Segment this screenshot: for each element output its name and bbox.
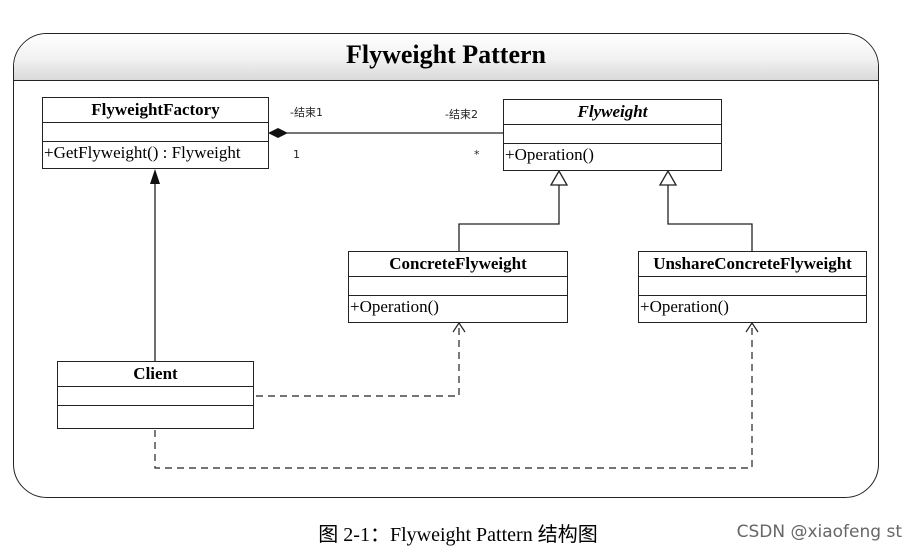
association-end2-role: -结束2: [445, 108, 478, 121]
diagram-title: Flyweight Pattern: [345, 40, 546, 69]
client-concrete-arrowhead: [452, 321, 466, 333]
unshared-generalization-triangle: [658, 169, 678, 186]
client-unshared-arrowhead: [745, 321, 759, 333]
attributes-compartment: [504, 125, 721, 144]
class-unshare-concrete-flyweight: UnshareConcreteFlyweight +Operation(): [638, 251, 867, 323]
frame-header: Flyweight Pattern: [14, 34, 878, 81]
attributes-compartment: [349, 277, 567, 296]
attributes-compartment: [43, 123, 268, 142]
class-flyweight: Flyweight +Operation(): [503, 99, 722, 171]
class-name: ConcreteFlyweight: [349, 252, 567, 277]
client-factory-arrowhead: [150, 169, 160, 184]
concrete-generalization-triangle: [549, 169, 569, 186]
attributes-compartment: [639, 277, 866, 296]
concrete-generalization-line: [458, 185, 560, 251]
association-end2-multiplicity: *: [474, 148, 480, 161]
operations-compartment: [58, 406, 253, 424]
association-end1-role: -结束1: [290, 106, 323, 119]
class-name: Flyweight: [504, 100, 721, 125]
operation: +Operation(): [640, 297, 729, 316]
operation: +GetFlyweight() : Flyweight: [44, 143, 241, 162]
class-name: UnshareConcreteFlyweight: [639, 252, 866, 277]
operation: +Operation(): [350, 297, 439, 316]
unshared-generalization-line: [667, 185, 753, 251]
composition-diamond: [268, 128, 288, 138]
client-unshared-dependency: [154, 324, 753, 469]
class-name: Client: [58, 362, 253, 387]
class-name: FlyweightFactory: [43, 98, 268, 123]
operation: +Operation(): [505, 145, 594, 164]
watermark: CSDN @xiaofeng st: [736, 522, 902, 542]
client-concrete-dependency: [256, 324, 460, 397]
attributes-compartment: [58, 387, 253, 406]
figure-caption: 图 2-1：Flyweight Pattern 结构图: [318, 524, 598, 546]
class-client: Client: [57, 361, 254, 429]
class-concrete-flyweight: ConcreteFlyweight +Operation(): [348, 251, 568, 323]
association-end1-multiplicity: 1: [293, 148, 300, 161]
class-flyweight-factory: FlyweightFactory +GetFlyweight() : Flywe…: [42, 97, 269, 169]
